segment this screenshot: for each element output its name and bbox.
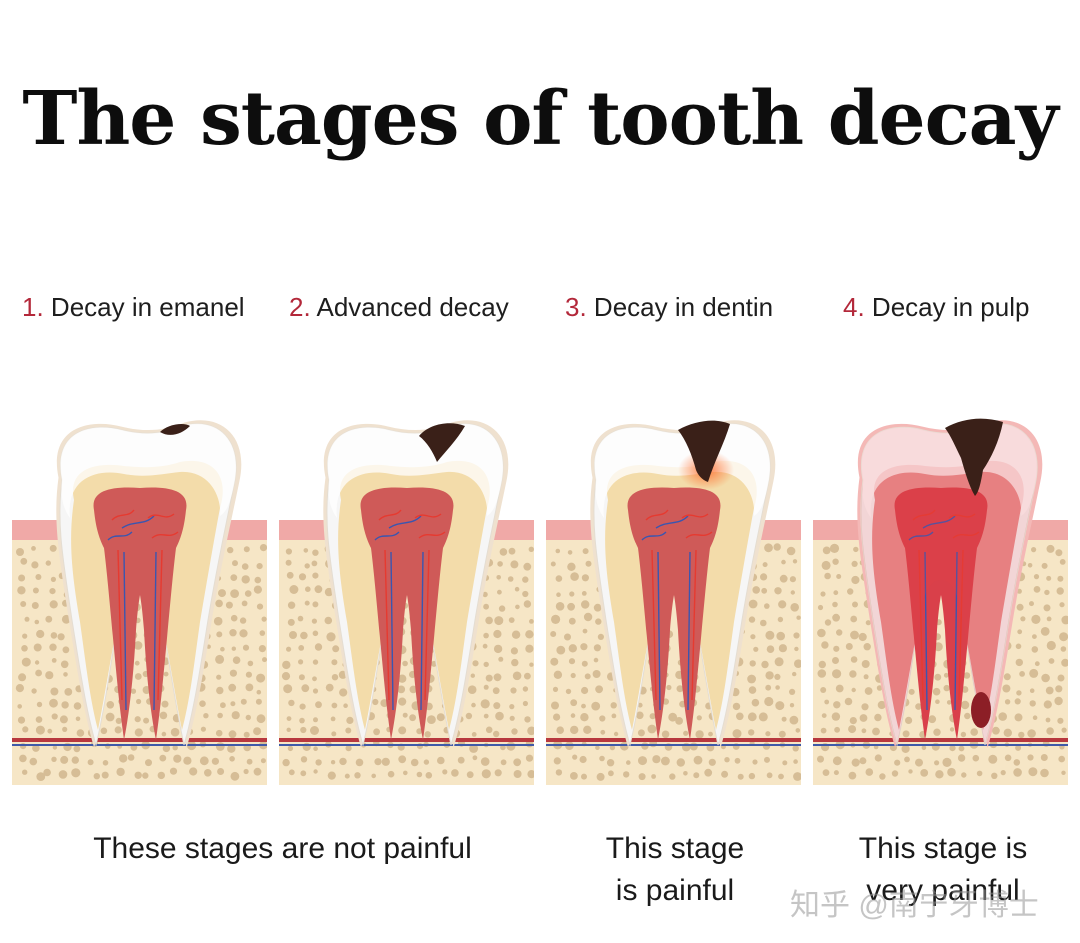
vein-line bbox=[546, 744, 801, 746]
caption-very-painful-line-1: This stage is bbox=[858, 832, 1028, 865]
caption-painful: This stage is painful bbox=[560, 828, 790, 912]
pulp-inflammation bbox=[860, 423, 1038, 745]
nerve-line bbox=[12, 738, 267, 742]
tooth-panels bbox=[0, 400, 1080, 785]
stage-4-number: 4. bbox=[843, 292, 865, 322]
nerve-line bbox=[279, 738, 534, 742]
tooth-stage-1-illustration bbox=[12, 420, 267, 785]
stage-1-number: 1. bbox=[22, 292, 44, 322]
stage-3-number: 3. bbox=[565, 292, 587, 322]
tooth-stage-3-illustration bbox=[546, 420, 801, 785]
caption-very-painful: This stage is very painful bbox=[828, 828, 1058, 912]
nerve-line bbox=[546, 738, 801, 742]
caption-painful-line-1: This stage bbox=[605, 832, 745, 865]
tooth-pulp bbox=[93, 487, 187, 740]
caption-not-painful: These stages are not painful bbox=[93, 832, 472, 865]
abscess bbox=[971, 692, 991, 728]
decay-cavity bbox=[419, 423, 465, 462]
stage-1-text: Decay in emanel bbox=[50, 292, 245, 322]
decay-cavity bbox=[160, 424, 190, 435]
tooth-stage-4-illustration bbox=[813, 418, 1068, 785]
nerve-line bbox=[813, 738, 1068, 742]
tooth-pulp bbox=[894, 487, 988, 740]
watermark-text: 知乎 @南宁牙博士 bbox=[790, 889, 1039, 922]
tooth-stage-2-illustration bbox=[279, 420, 534, 785]
blood-vessels bbox=[641, 509, 713, 711]
decay-cavity bbox=[678, 420, 730, 482]
blood-vessels bbox=[908, 509, 980, 711]
vein-line bbox=[279, 744, 534, 746]
caption-very-painful-line-2: very painful bbox=[866, 874, 1020, 907]
stage-2-number: 2. bbox=[289, 292, 311, 322]
blood-vessels bbox=[374, 509, 446, 711]
vein-line bbox=[12, 744, 267, 746]
stage-2-label: 2. Advanced decay bbox=[289, 290, 509, 324]
decay-cavity bbox=[945, 418, 1003, 496]
stage-3-text: Decay in dentin bbox=[593, 292, 774, 322]
vein-line bbox=[813, 744, 1068, 746]
page-title: The stages of tooth decay bbox=[22, 76, 1058, 162]
caption-painful-line-2: is painful bbox=[615, 874, 735, 907]
tooth-pulp bbox=[360, 487, 454, 740]
stage-4-label: 4. Decay in pulp bbox=[843, 290, 1029, 324]
stage-1-label: 1. Decay in emanel bbox=[22, 290, 245, 324]
stage-4-text: Decay in pulp bbox=[871, 292, 1030, 322]
enamel-highlight bbox=[60, 423, 237, 518]
enamel-highlight bbox=[327, 423, 504, 518]
tooth-pulp bbox=[627, 487, 721, 740]
stage-3-label: 3. Decay in dentin bbox=[565, 290, 773, 324]
stage-2-text: Advanced decay bbox=[316, 292, 509, 322]
blood-vessels bbox=[107, 509, 179, 711]
